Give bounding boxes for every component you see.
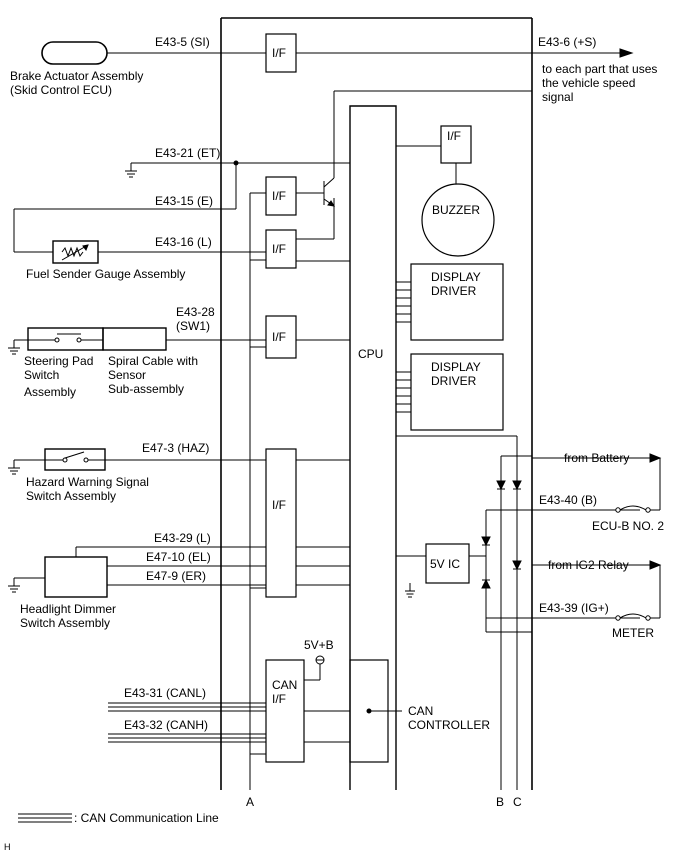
- speed-note-2: the vehicle speed: [542, 76, 635, 90]
- transistor: [323, 90, 532, 207]
- terminal-er-label: E47-9 (ER): [146, 569, 206, 583]
- ic5v-label: 5V IC: [430, 557, 460, 571]
- fuel-sender-label: Fuel Sender Gauge Assembly: [26, 267, 185, 281]
- ic5v-box: [425, 543, 470, 584]
- brake-actuator-label-1: Brake Actuator Assembly: [10, 69, 143, 83]
- fuse-ecu-b: [615, 458, 661, 513]
- display-driver-2: [410, 353, 504, 431]
- can-if-line1: CAN: [272, 678, 297, 692]
- cpu-label: CPU: [358, 347, 383, 361]
- terminal-canh-label: E43-32 (CANH): [124, 718, 208, 732]
- if-label-large: I/F: [272, 498, 286, 512]
- headlight-dimmer-label-2: Switch Assembly: [20, 616, 110, 630]
- spiral-cable-label-1: Spiral Cable with: [108, 354, 198, 368]
- brake-actuator: [41, 41, 634, 65]
- buzzer-circle: [421, 183, 495, 257]
- display-driver-1-line1: DISPLAY: [431, 270, 481, 284]
- buzzer-label: BUZZER: [432, 203, 480, 217]
- headlight-dimmer-label-1: Headlight Dimmer: [20, 602, 116, 616]
- bus-a-label: A: [246, 795, 254, 809]
- fuel-sender-wiring: [13, 160, 350, 264]
- bus-b-label: B: [496, 795, 504, 809]
- legend-label: : CAN Communication Line: [74, 811, 219, 825]
- can-lines: [108, 655, 402, 743]
- terminal-si-label: E43-5 (SI): [155, 35, 210, 49]
- display-driver-2-line2: DRIVER: [431, 374, 477, 388]
- meter-fuse-label: METER: [612, 626, 654, 640]
- can-if-line2: I/F: [272, 692, 286, 706]
- hazard-switch-label-1: Hazard Warning Signal: [26, 475, 149, 489]
- if-box-large: [265, 448, 297, 598]
- headlight-dimmer-wiring: [8, 546, 350, 598]
- terminal-s-label: E43-6 (+S): [538, 35, 596, 49]
- if-box-e: [265, 176, 297, 216]
- meter-body: [220, 17, 533, 790]
- display-driver-pins: [396, 281, 411, 413]
- brake-actuator-label-2: (Skid Control ECU): [10, 83, 112, 97]
- terminal-canl-label: E43-31 (CANL): [124, 686, 206, 700]
- fuse-meter: [615, 565, 661, 621]
- speed-note-3: signal: [542, 90, 573, 104]
- if-label-buzzer: I/F: [447, 129, 461, 143]
- buzzer-wiring: [396, 145, 457, 184]
- can-controller-line1: CAN: [408, 704, 433, 718]
- can-controller-line2: CONTROLLER: [408, 718, 490, 732]
- if-box-l: [265, 229, 297, 269]
- display-driver-1-line2: DRIVER: [431, 284, 477, 298]
- can-if-box: [265, 659, 305, 763]
- terminal-l16-label: E43-16 (L): [155, 235, 212, 249]
- ecu-b-fuse-label: ECU-B NO. 2: [592, 519, 664, 533]
- steering-pad-wiring: [8, 327, 350, 355]
- if-label-e: I/F: [272, 189, 286, 203]
- if-box-sw1: [265, 315, 297, 359]
- terminal-et-label: E43-21 (ET): [155, 146, 220, 160]
- display-driver-1: [410, 263, 504, 341]
- hazard-switch-wiring: [8, 448, 350, 475]
- cpu-block: [349, 105, 397, 790]
- terminal-el-label: E47-10 (EL): [146, 550, 211, 564]
- terminal-e-label: E43-15 (E): [155, 194, 213, 208]
- if-label-si: I/F: [272, 46, 286, 60]
- steering-pad-label-3: Assembly: [24, 385, 76, 399]
- spiral-cable-label-2: Sensor: [108, 368, 146, 382]
- terminal-ig-label: E43-39 (IG+): [539, 601, 609, 615]
- bus-c-label: C: [513, 795, 522, 809]
- steering-pad-label-2: Switch: [24, 368, 59, 382]
- corner-mark: H: [4, 842, 11, 852]
- power-feed: [396, 453, 662, 633]
- speed-note-1: to each part that uses: [542, 62, 657, 76]
- terminal-haz-label: E47-3 (HAZ): [142, 441, 209, 455]
- terminal-sw1-label-1: E43-28: [176, 305, 215, 319]
- if-label-sw1: I/F: [272, 330, 286, 344]
- from-ig2-label: from IG2 Relay: [548, 558, 629, 572]
- terminal-l29-label: E43-29 (L): [154, 531, 211, 545]
- bus-a: [249, 192, 266, 790]
- terminal-sw1-label-2: (SW1): [176, 319, 210, 333]
- spiral-cable-label-3: Sub-assembly: [108, 382, 184, 396]
- v5b-label: 5V+B: [304, 638, 334, 652]
- hazard-switch-label-2: Switch Assembly: [26, 489, 116, 503]
- if-boxes: [265, 33, 504, 763]
- steering-pad-label-1: Steering Pad: [24, 354, 93, 368]
- bus-b-c: [396, 435, 522, 790]
- from-battery-label: from Battery: [564, 451, 629, 465]
- display-driver-2-line1: DISPLAY: [431, 360, 481, 374]
- legend-can-line: [18, 813, 72, 823]
- if-label-l: I/F: [272, 242, 286, 256]
- terminal-b-label: E43-40 (B): [539, 493, 597, 507]
